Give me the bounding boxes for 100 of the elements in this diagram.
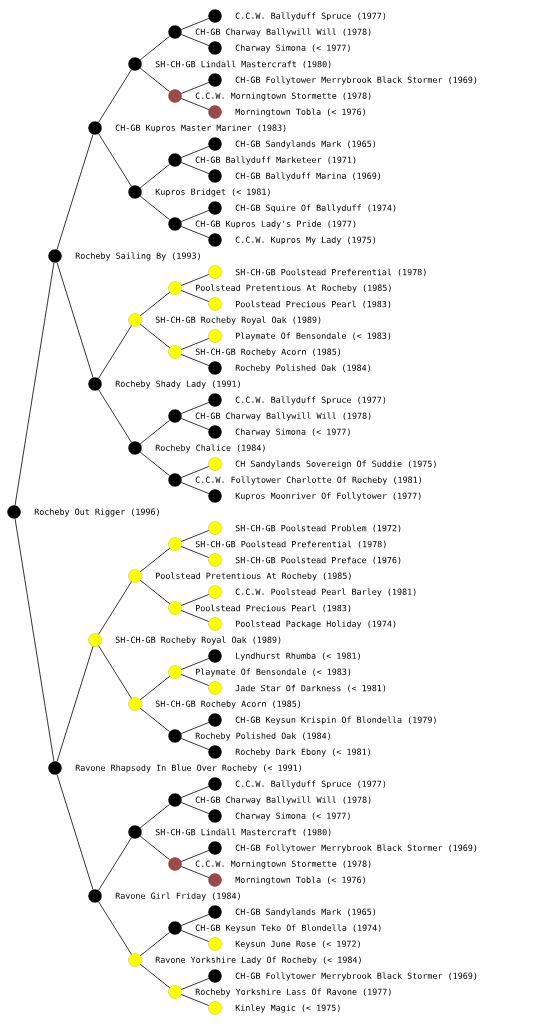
dog-name: Charway Simona (< 1977) [235,44,350,53]
dog-name: Rocheby Chalice (1984) [155,444,265,453]
dog-name: C.C.W. Poolstead Pearl Barley (1981) [235,588,416,597]
connector-line [56,262,94,378]
connector-line [180,162,210,174]
connector-line [139,963,171,989]
dog-name: SH-CH-GB Lindall Mastercraft (1980) [155,828,331,837]
dog-name: Ravone Yorkshire Lady Of Rocheby (< 1984) [155,956,361,965]
dog-name: Charway Simona (< 1977) [235,812,350,821]
connector-line [180,658,210,670]
connector-line [180,610,210,622]
dog-name: SH-CH-GB Poolstead Preface (1976) [235,556,401,565]
dog-name: SH-CH-GB Poolstead Preferential (1978) [235,268,426,277]
connector-line [180,18,210,30]
connector-line [139,931,171,957]
connector-line [56,774,94,890]
connector-line [98,645,132,699]
connector-line [180,786,210,798]
connector-line [139,67,171,93]
dog-name: CH-GB Follytower Merrybrook Black Stormer (1969) [235,972,477,981]
connector-line [139,291,171,317]
dog-name: Rocheby Sailing By (1993) [75,252,200,261]
dog-name: SH-CH-GB Lindall Mastercraft (1980) [155,60,331,69]
connector-line [98,837,132,891]
connector-line [180,546,210,558]
dog-name: Rocheby Out Rigger (1996) [34,508,159,517]
dog-name: CH-GB Charway Ballywill Will (1978) [195,28,371,37]
connector-line [180,930,210,942]
dog-name: Morningtown Tobla (< 1976) [235,876,365,885]
dog-name: C.C.W. Morningtown Stormette (1978) [195,860,371,869]
connector-line [180,34,210,46]
dog-name: Rocheby Polished Oak (1984) [195,732,330,741]
dog-name: Rocheby Shady Lady (1991) [115,380,240,389]
dog-name: Rocheby Yorkshire Lass Of Ravone (1977) [195,988,391,997]
dog-name: Morningtown Tobla (< 1976) [235,108,365,117]
dog-name: SH-CH-GB Rocheby Acorn (1985) [195,348,341,357]
dog-name: Poolstead Precious Pearl (1983) [236,300,391,309]
dog-name: CH-GB Kupros Lady's Pride (1977) [195,220,356,229]
dog-name: Ravone Girl Friday (1984) [115,892,240,901]
connector-line [180,994,210,1006]
connector-line [14,518,55,762]
dog-name: CH-GB Ballyduff Marina (1969) [235,172,381,181]
dog-name: CH-GB Charway Ballywill Will (1978) [195,796,371,805]
dog-name: SH-CH-GB Rocheby Royal Oak (1989) [155,316,321,325]
dog-name: SH-CH-GB Poolstead Problem (1972) [235,524,401,533]
connector-line [180,338,210,350]
connector-line [180,290,210,302]
dog-name: C.C.W. Morningtown Stormette (1978) [195,92,371,101]
connector-line [180,850,210,862]
connector-line [180,210,210,222]
connector-line [180,722,210,734]
connector-line [180,354,210,366]
connector-line [139,547,171,573]
connector-line [180,978,210,990]
dog-name: Kupros Moonriver Of Follytower (1977) [235,492,421,501]
connector-line [180,482,210,494]
dog-name: C.C.W. Ballyduff Spruce (1977) [235,780,386,789]
connector-line [180,82,210,94]
connector-line [139,803,171,829]
dog-name: CH-GB Follytower Merrybrook Black Stormer (1969) [235,844,477,853]
connector-line [180,866,210,878]
connector-line [180,418,210,430]
connector-line [139,323,171,349]
connector-line [98,389,132,443]
connector-line [56,134,94,250]
connector-line [139,707,171,733]
dog-name: Rocheby Polished Oak (1984) [235,364,370,373]
connector-line [180,146,210,158]
dog-name: CH-GB Keysun Teko Of Blondella (1974) [195,924,381,933]
connector-line [180,274,210,286]
connector-line [180,914,210,926]
connector-line [98,901,132,955]
connector-line [180,674,210,686]
connector-line [180,594,210,606]
dog-name: Kupros Bridget (< 1981) [155,188,270,197]
dog-name: C.C.W. Follytower Charlotte Of Rocheby (1981) [195,476,421,485]
dog-name: Kinley Magic (< 1975) [235,1004,340,1013]
connector-line [98,69,132,123]
connector-line [180,402,210,414]
dog-name: CH-GB Keysun Krispin Of Blondella (1979) [235,716,436,725]
dog-name: CH-GB Kupros Master Mariner (1983) [115,124,286,133]
connector-line [180,530,210,542]
connector-line [180,738,210,750]
connector-line [14,262,55,506]
dog-name: Ravone Rhapsody In Blue Over Rocheby (< 1991) [75,764,301,773]
connector-line [98,325,132,379]
connector-line [180,98,210,110]
dog-name: C.C.W. Ballyduff Spruce (1977) [235,12,386,21]
dog-name: CH-GB Ballyduff Marketeer (1971) [195,156,356,165]
connector-line [180,802,210,814]
connector-line [139,35,171,61]
dog-name: Playmate Of Bensondale (< 1983) [236,332,391,341]
dog-name: SH-CH-GB Poolstead Preferential (1978) [195,540,386,549]
connector-line [139,195,171,221]
connector-line [98,133,132,187]
dog-name: Poolstead Package Holiday (1974) [236,620,396,629]
dog-name: Charway Simona (< 1977) [235,428,350,437]
connector-line [98,581,132,635]
dog-name: SH-CH-GB Rocheby Royal Oak (1989) [115,636,281,645]
dog-name: SH-CH-GB Rocheby Acorn (1985) [155,700,301,709]
